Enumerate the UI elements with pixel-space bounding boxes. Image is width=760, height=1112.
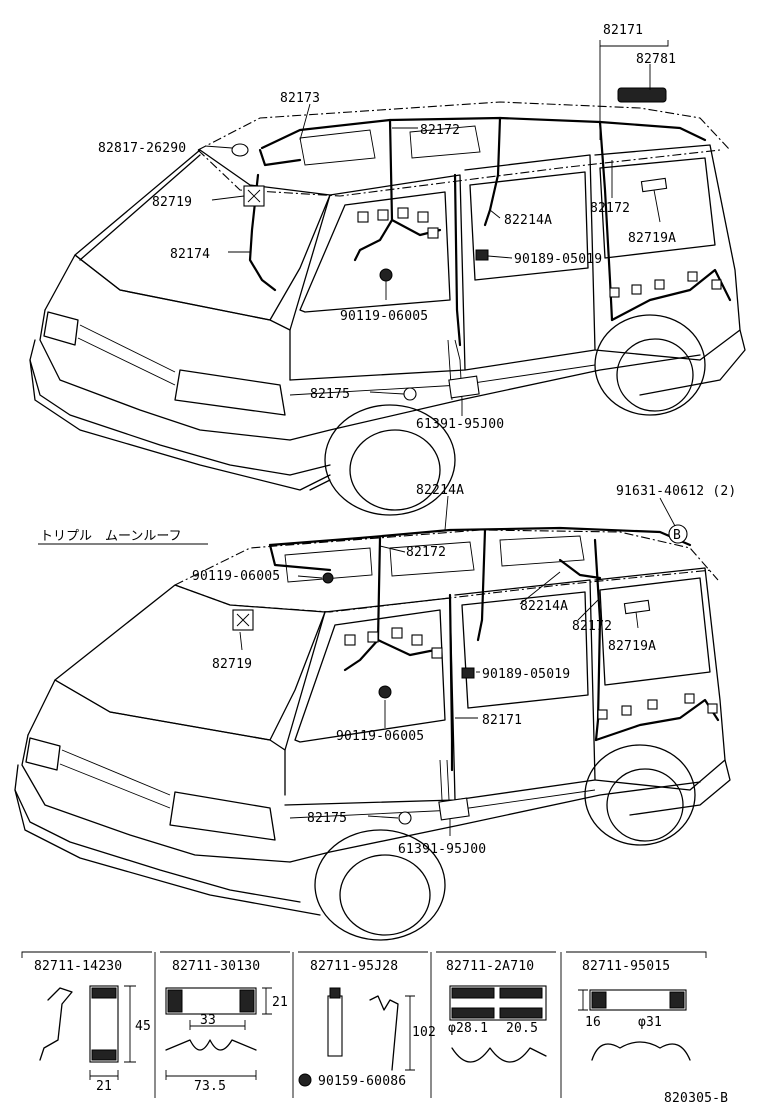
clamp-3-bolt: 90159-60086 <box>318 1074 406 1089</box>
clamp-2-dim-73-5: 73.5 <box>194 1079 226 1094</box>
top-van-illustration <box>29 87 746 516</box>
label-82172-b: 82172 <box>590 201 630 216</box>
clamp-row: 82711-14230 45 21 82711-30130 21 33 73.5… <box>21 951 707 1098</box>
label-82781: 82781 <box>636 52 676 67</box>
clamp-4-dim-28-1: φ28.1 <box>448 1021 488 1036</box>
bottom-labels: トリプル ムーンルーフ 82214A 91631-40612 (2) B 821… <box>38 483 736 857</box>
label-82719: 82719 <box>152 195 192 210</box>
clamp-1-part: 82711-14230 <box>34 959 122 974</box>
clamp-3-part: 82711-95J28 <box>310 959 398 974</box>
label-82719a: 82719A <box>628 231 676 246</box>
label-82175: 82175 <box>307 811 347 826</box>
label-90189-05019: 90189-05019 <box>482 667 570 682</box>
clamp-5-dim-16: 16 <box>585 1015 601 1030</box>
clamp-2-part: 82711-30130 <box>172 959 260 974</box>
clamp-5-part: 82711-95015 <box>582 959 670 974</box>
label-82175: 82175 <box>310 387 350 402</box>
clamp-2-dim-33: 33 <box>200 1013 216 1028</box>
label-82174: 82174 <box>170 247 210 262</box>
clamp-3-dim-102: 102 <box>412 1025 436 1040</box>
clamp-1-dim-21: 21 <box>96 1079 112 1094</box>
label-82171: 82171 <box>482 713 522 728</box>
label-82172-b: 82172 <box>572 619 612 634</box>
clamp-4-dim-20-5: 20.5 <box>506 1021 538 1036</box>
bottom-van-illustration <box>14 524 731 941</box>
label-61391-95j00: 61391-95J00 <box>416 417 504 432</box>
label-82171: 82171 <box>603 23 643 38</box>
figure-code: 820305-B <box>664 1091 728 1106</box>
label-90119-06005-a: 90119-06005 <box>192 569 280 584</box>
clamp-2-dim-21: 21 <box>272 995 288 1010</box>
top-labels: 82171 82781 82173 82172 82817-26290 8271… <box>98 23 676 432</box>
label-90119-06005-b: 90119-06005 <box>336 729 424 744</box>
label-90119-06005: 90119-06005 <box>340 309 428 324</box>
label-82719a: 82719A <box>608 639 656 654</box>
circle-mark-b: B <box>673 528 681 543</box>
label-61391-95j00: 61391-95J00 <box>398 842 486 857</box>
label-82173: 82173 <box>280 91 320 106</box>
label-82719: 82719 <box>212 657 252 672</box>
label-82172: 82172 <box>420 123 460 138</box>
label-91631-40612: 91631-40612 (2) <box>616 484 736 499</box>
bottom-leaders <box>239 495 676 836</box>
clamp-1-dim-45: 45 <box>135 1019 151 1034</box>
label-82214a-b: 82214A <box>520 599 568 614</box>
label-82214a: 82214A <box>504 213 552 228</box>
triple-moonroof-title: トリプル ムーンルーフ <box>40 529 182 544</box>
clamp-4-part: 82711-2A710 <box>446 959 534 974</box>
label-90189-05019: 90189-05019 <box>514 252 602 267</box>
top-leaders <box>204 40 669 416</box>
label-82172: 82172 <box>406 545 446 560</box>
clamp-5-dim-31: φ31 <box>638 1015 662 1030</box>
label-82817-26290: 82817-26290 <box>98 141 186 156</box>
label-82214a: 82214A <box>416 483 464 498</box>
